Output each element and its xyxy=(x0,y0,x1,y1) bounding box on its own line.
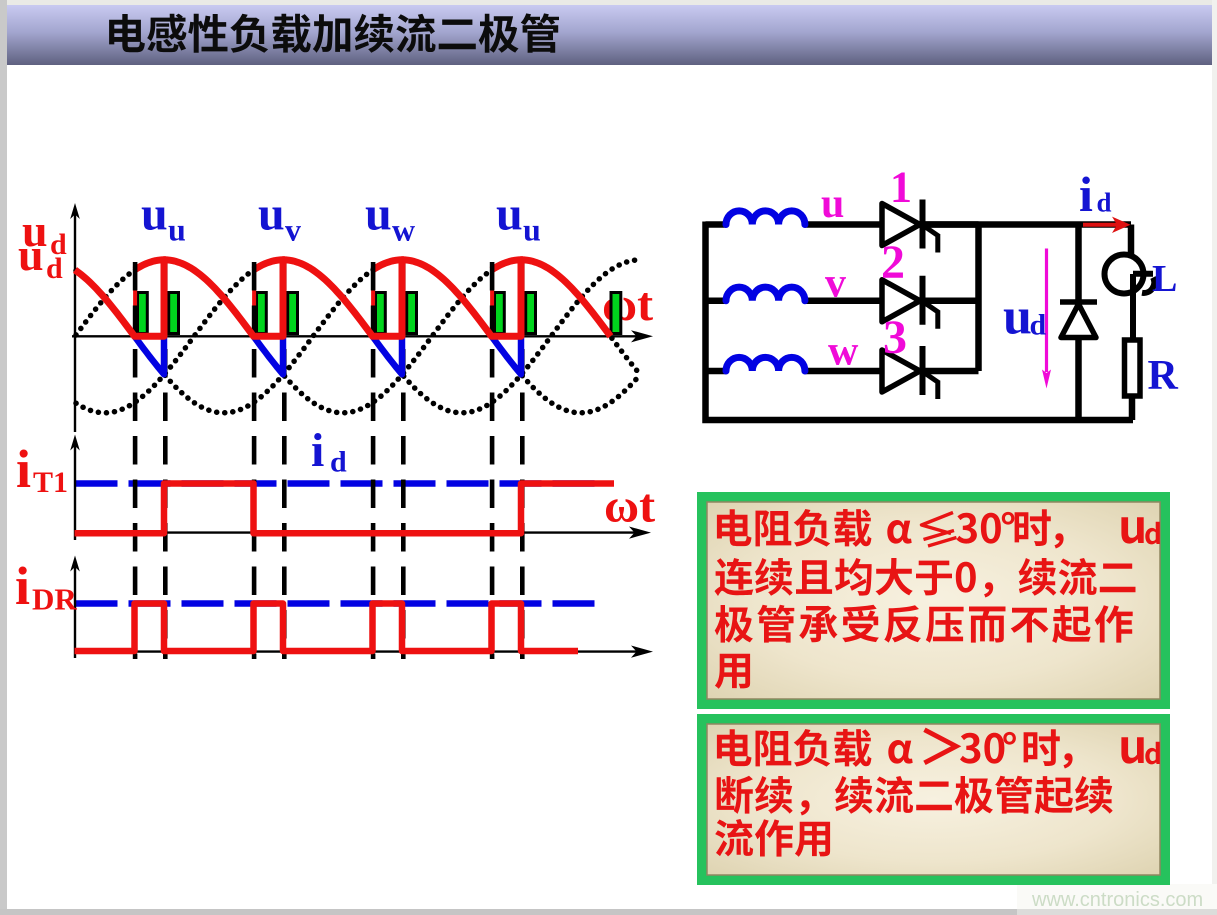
svg-text:www.cntronics.com: www.cntronics.com xyxy=(1031,889,1203,911)
svg-text:DR: DR xyxy=(32,582,77,617)
svg-text:v: v xyxy=(285,212,301,248)
svg-text:u: u xyxy=(18,229,44,280)
svg-text:d: d xyxy=(1030,309,1047,342)
svg-text:ωt: ωt xyxy=(604,480,655,533)
svg-text:d: d xyxy=(50,228,67,261)
svg-text:u: u xyxy=(168,212,186,248)
svg-text:d: d xyxy=(330,446,347,479)
svg-text:i: i xyxy=(1079,166,1093,222)
svg-text:1: 1 xyxy=(890,163,912,212)
svg-text:R: R xyxy=(1148,353,1179,399)
svg-text:u: u xyxy=(141,188,168,241)
svg-text:d: d xyxy=(46,252,63,285)
svg-text:u: u xyxy=(365,188,392,241)
svg-text:u: u xyxy=(22,205,48,256)
svg-text:u: u xyxy=(523,212,541,248)
svg-text:i: i xyxy=(311,424,324,477)
svg-text:i: i xyxy=(15,556,30,616)
svg-text:2: 2 xyxy=(881,236,905,289)
svg-text:v: v xyxy=(825,261,846,307)
svg-text:u: u xyxy=(821,181,844,227)
svg-text:u: u xyxy=(1003,289,1032,346)
svg-text:3: 3 xyxy=(883,311,907,364)
svg-text:w: w xyxy=(828,329,859,375)
svg-text:d: d xyxy=(1097,188,1112,218)
svg-text:L: L xyxy=(1152,258,1177,300)
svg-text:w: w xyxy=(392,212,415,248)
svg-text:i: i xyxy=(16,439,31,499)
svg-text:T1: T1 xyxy=(33,466,68,499)
svg-text:u: u xyxy=(258,188,285,241)
svg-text:u: u xyxy=(496,188,523,241)
